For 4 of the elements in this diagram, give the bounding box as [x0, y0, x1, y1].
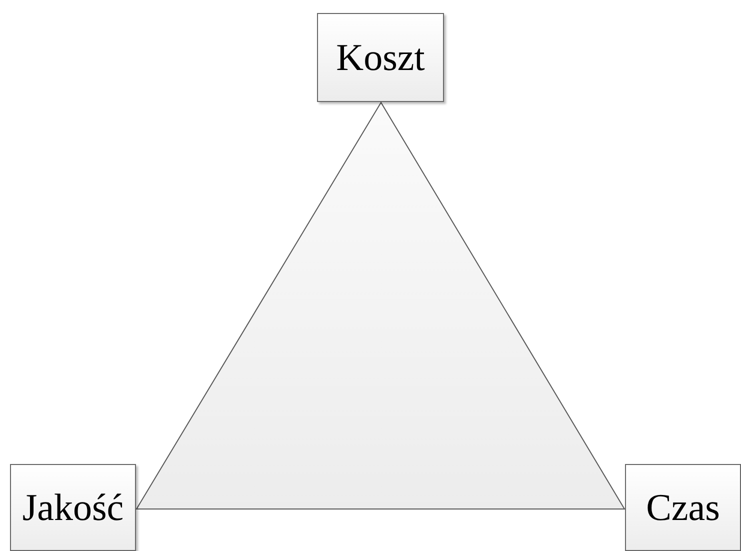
label-box: Koszt: [317, 13, 444, 102]
label-box: Czas: [625, 464, 741, 551]
label-box: Jakość: [10, 464, 136, 551]
triangle-shape: [136, 102, 625, 510]
